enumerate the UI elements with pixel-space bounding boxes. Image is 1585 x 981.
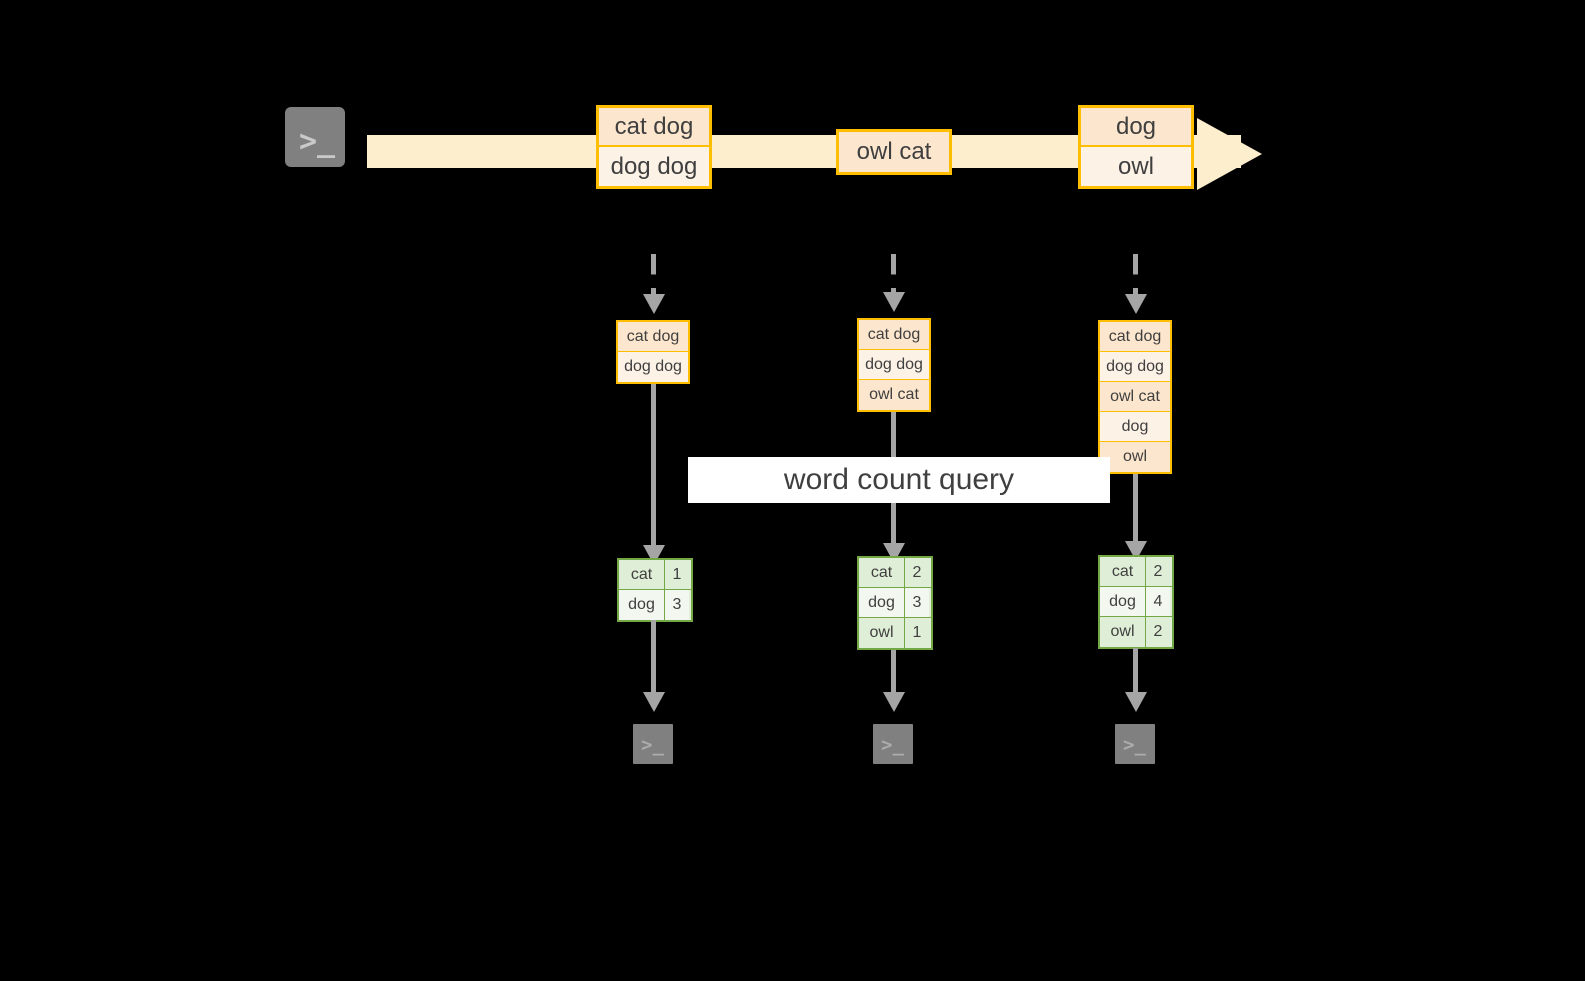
- output-arrow-shaft-1: [651, 620, 656, 698]
- output-arrow-shaft-2: [891, 650, 896, 698]
- input-line: dog dog: [1100, 352, 1170, 382]
- source-terminal-icon: >_: [275, 97, 355, 177]
- output-terminal-3: >_: [1108, 717, 1162, 771]
- stream-record-3: dog owl: [1078, 105, 1194, 189]
- terminal-inner: [633, 724, 673, 764]
- terminal-inner: [1115, 724, 1155, 764]
- input-line: dog dog: [618, 352, 688, 382]
- terminal-prompt-glyph: >_: [1123, 734, 1146, 756]
- query-arrow-shaft-3: [1133, 474, 1138, 562]
- result-word: dog: [1100, 587, 1146, 616]
- output-arrow-shaft-3: [1133, 648, 1138, 698]
- dashed-arrow-shaft-1: [651, 254, 656, 298]
- result-word: owl: [1100, 617, 1146, 647]
- dashed-arrow-head-3: [1125, 294, 1147, 314]
- stream-record-line: dog: [1081, 108, 1191, 147]
- result-word: owl: [859, 618, 905, 648]
- result-count: 1: [905, 618, 929, 648]
- table-row: cat 2: [1100, 557, 1172, 587]
- query-label: word count query: [688, 457, 1110, 503]
- accumulated-input-1: cat dog dog dog: [616, 320, 690, 384]
- table-row: owl 2: [1100, 617, 1172, 647]
- terminal-prompt-glyph: >_: [299, 124, 336, 159]
- result-count: 3: [905, 588, 929, 617]
- dashed-arrow-head-1: [643, 294, 665, 314]
- stream-band-arrowhead: [1197, 118, 1262, 190]
- table-row: dog 3: [619, 590, 691, 620]
- dashed-arrow-shaft-2: [891, 254, 896, 296]
- table-row: cat 1: [619, 560, 691, 590]
- result-table-2: cat 2 dog 3 owl 1: [857, 556, 933, 650]
- result-word: cat: [1100, 557, 1146, 586]
- result-word: cat: [619, 560, 665, 589]
- table-row: dog 3: [859, 588, 931, 618]
- input-line: dog: [1100, 412, 1170, 442]
- output-arrow-head-3: [1125, 692, 1147, 712]
- terminal-prompt-glyph: >_: [641, 734, 664, 756]
- dashed-arrow-shaft-3: [1133, 254, 1138, 298]
- stream-record-1: cat dog dog dog: [596, 105, 712, 189]
- input-line: cat dog: [1100, 322, 1170, 352]
- input-line: owl cat: [1100, 382, 1170, 412]
- result-count: 4: [1146, 587, 1170, 616]
- result-table-3: cat 2 dog 4 owl 2: [1098, 555, 1174, 649]
- input-line: cat dog: [618, 322, 688, 352]
- result-count: 2: [1146, 557, 1170, 586]
- query-arrow-shaft-1: [651, 384, 656, 564]
- table-row: cat 2: [859, 558, 931, 588]
- terminal-inner: [285, 107, 345, 167]
- result-table-1: cat 1 dog 3: [617, 558, 693, 622]
- terminal-inner: [873, 724, 913, 764]
- dashed-arrow-head-2: [883, 292, 905, 312]
- input-line: owl: [1100, 442, 1170, 472]
- stream-record-line: dog dog: [599, 147, 709, 186]
- input-line: cat dog: [859, 320, 929, 350]
- input-line: dog dog: [859, 350, 929, 380]
- result-count: 2: [905, 558, 929, 587]
- stream-record-line: owl: [1081, 147, 1191, 186]
- output-arrow-head-2: [883, 692, 905, 712]
- stream-record-line: owl cat: [839, 132, 949, 172]
- output-terminal-1: >_: [626, 717, 680, 771]
- result-word: dog: [859, 588, 905, 617]
- result-word: cat: [859, 558, 905, 587]
- accumulated-input-3: cat dog dog dog owl cat dog owl: [1098, 320, 1172, 474]
- table-row: dog 4: [1100, 587, 1172, 617]
- accumulated-input-2: cat dog dog dog owl cat: [857, 318, 931, 412]
- input-line: owl cat: [859, 380, 929, 410]
- result-count: 1: [665, 560, 689, 589]
- output-arrow-head-1: [643, 692, 665, 712]
- terminal-prompt-glyph: >_: [881, 734, 904, 756]
- table-row: owl 1: [859, 618, 931, 648]
- output-terminal-2: >_: [866, 717, 920, 771]
- stream-record-2: owl cat: [836, 129, 952, 175]
- result-count: 3: [665, 590, 689, 620]
- stream-record-line: cat dog: [599, 108, 709, 147]
- result-word: dog: [619, 590, 665, 620]
- result-count: 2: [1146, 617, 1170, 647]
